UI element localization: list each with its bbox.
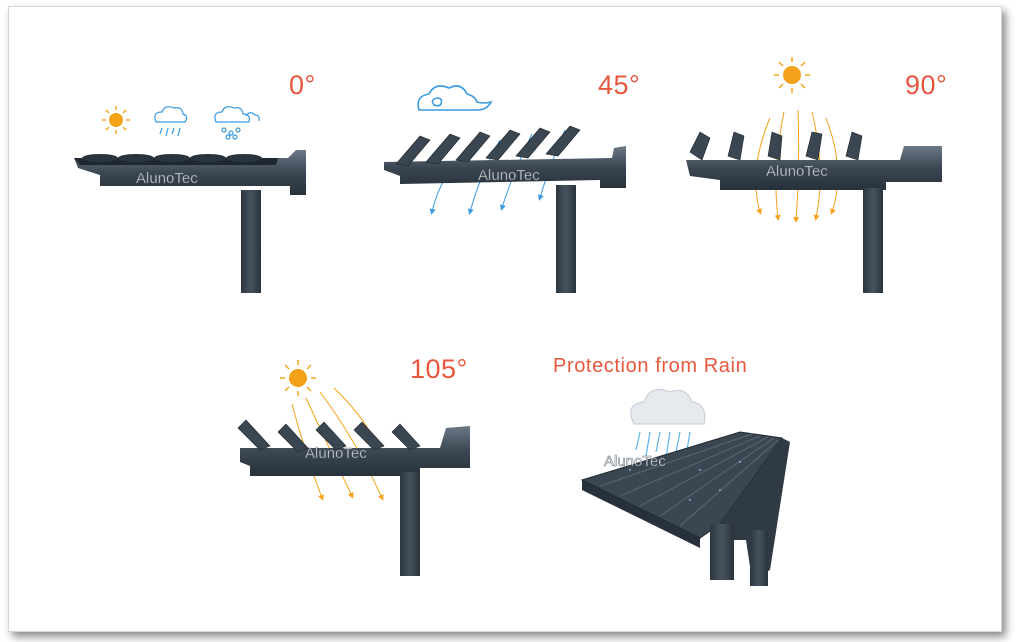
angle-label-105: 105° xyxy=(410,354,468,384)
cloud-icon xyxy=(630,389,706,425)
pergola-open-105deg: AlunoTec xyxy=(237,360,470,576)
watermark-logo: AlunoTec xyxy=(604,453,666,470)
pergola-open-90deg: AlunoTec xyxy=(686,57,942,293)
rain-cloud-icon xyxy=(154,106,188,137)
watermark-logo: AlunoTec xyxy=(136,170,198,187)
angle-label-90: 90° xyxy=(905,70,948,100)
watermark-logo: AlunoTec xyxy=(478,167,540,184)
angle-label-45: 45° xyxy=(598,70,641,100)
wind-cloud-icon xyxy=(417,85,493,111)
watermark-logo: AlunoTec xyxy=(766,163,828,180)
pergola-open-45deg: AlunoTec xyxy=(384,85,626,293)
caption-protection-from-rain: Protection from Rain xyxy=(553,355,748,377)
pergola-rain-protection: AlunoTec xyxy=(580,389,790,586)
sun-icon xyxy=(280,360,316,396)
sun-icon xyxy=(102,106,130,134)
sun-icon xyxy=(774,57,810,93)
diagram-card xyxy=(8,6,1002,632)
snow-cloud-icon xyxy=(214,106,260,140)
pergola-closed-0deg: AlunoTec xyxy=(74,106,306,293)
angle-label-0: 0° xyxy=(289,70,316,100)
watermark-logo: AlunoTec xyxy=(305,445,367,462)
